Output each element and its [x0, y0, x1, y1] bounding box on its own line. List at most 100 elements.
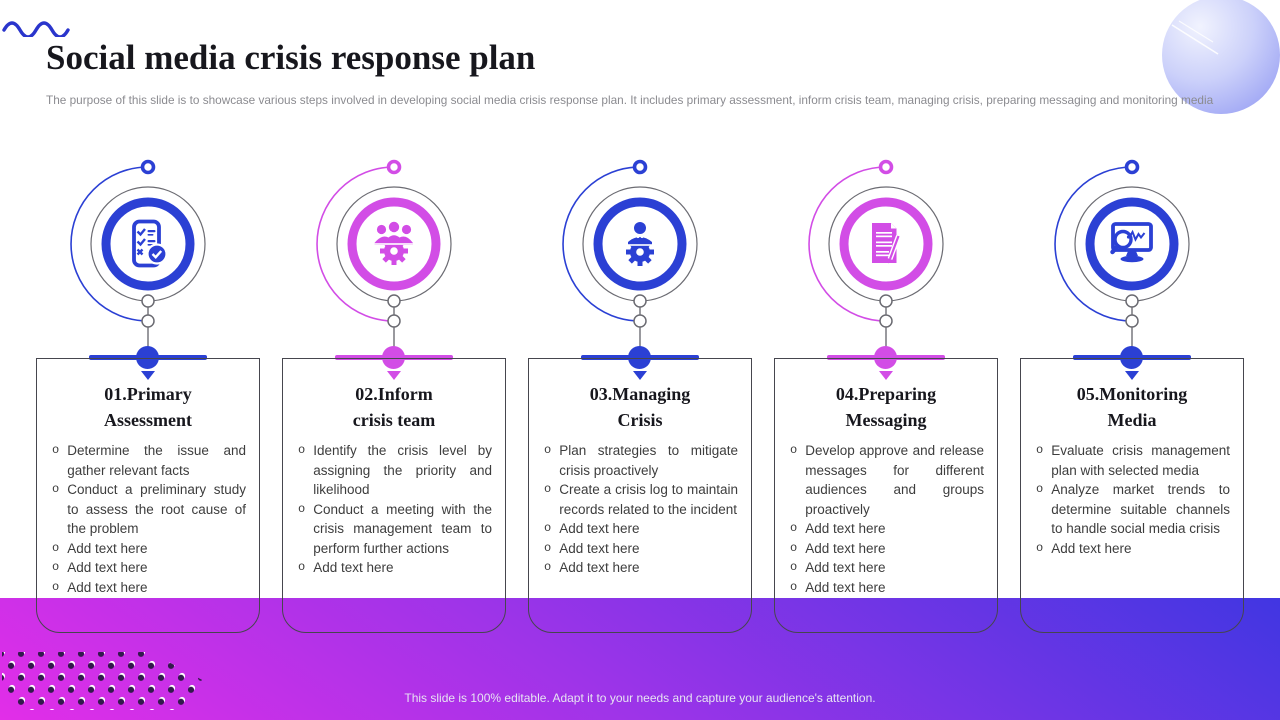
arrow-down-icon [879, 371, 893, 380]
step-circle-graphic [1054, 159, 1190, 358]
bullet-item: o Add text here [52, 558, 246, 578]
document-pen-icon [872, 223, 901, 264]
bullet-marker: o [790, 540, 798, 555]
step-circle-graphic [70, 159, 206, 358]
bullet-marker: o [52, 482, 60, 496]
step-circle-graphic [808, 159, 944, 358]
bullet-item: o Add text here [790, 558, 984, 578]
bullet-list: o Develop approve and release messages fo… [788, 441, 984, 597]
bullet-item: o Evaluate crisis management plan with se… [1036, 441, 1230, 480]
bullet-list: o Determine the issue and gather relevant… [50, 441, 246, 597]
arrow-down-icon [633, 371, 647, 380]
bullet-list: o Plan strategies to mitigate crisis proa… [542, 441, 738, 578]
bullet-marker: o [298, 501, 306, 516]
bullet-item: o Determine the issue and gather relevant… [52, 441, 246, 480]
step-card: 05.Monitoring Media o Evaluate crisis man… [1020, 358, 1244, 633]
bullet-item: o Add text here [790, 578, 984, 598]
bullet-text: Identify the crisis level by assigning t… [313, 443, 492, 497]
bullet-text: Add text here [67, 560, 148, 575]
step-title: 03.Managing Crisis [589, 384, 691, 430]
timeline-dot [136, 346, 159, 369]
bullet-item: o Add text here [544, 558, 738, 578]
step-title: 02.Inform crisis team [352, 384, 436, 430]
bullet-marker: o [544, 482, 552, 496]
bullet-item: o Conduct a meeting with the crisis manag… [298, 500, 492, 559]
arrow-down-icon [141, 371, 155, 380]
step-card: 01.Primary Assessment o Determine the iss… [36, 358, 260, 633]
bullet-text: Add text here [805, 579, 886, 595]
bullet-item: o Conduct a preliminary study to assess t… [52, 480, 246, 539]
timeline-dot [382, 346, 405, 369]
bullet-text: Add text here [313, 560, 394, 575]
bullet-marker: o [544, 560, 552, 574]
bullet-item: o Add text here [52, 578, 246, 598]
bullet-marker: o [790, 521, 798, 535]
step-column-3: 03.Managing Crisis o Plan strategies to m… [517, 0, 763, 720]
bullet-text: Add text here [805, 560, 886, 575]
bullet-text: Develop approve and release messages for… [805, 443, 984, 517]
bullet-item: o Add text here [52, 539, 246, 559]
page-title: Social media crisis response plan [46, 38, 536, 77]
streak-lines-icon [1171, 20, 1219, 55]
slide-subtitle: The purpose of this slide is to showcase… [46, 93, 1214, 107]
bullet-marker: o [52, 560, 60, 574]
bullet-marker: o [52, 540, 60, 555]
bullet-text: Add text here [559, 560, 640, 575]
bullet-text: Add text here [805, 540, 886, 556]
timeline-dot [1120, 346, 1143, 369]
bullet-item: o Add text here [544, 539, 738, 559]
bullet-item: o Add text here [298, 558, 492, 578]
bullet-text: Evaluate crisis management plan with sel… [1051, 443, 1230, 478]
arrow-down-icon [1125, 371, 1139, 380]
bullet-text: Conduct a preliminary study to assess th… [67, 482, 246, 536]
step-title: 01.Primary Assessment [104, 384, 192, 430]
step-column-2: 02.Inform crisis team o Identify the cris… [271, 0, 517, 720]
bullet-list: o Evaluate crisis management plan with se… [1034, 441, 1230, 558]
step-column-5: 05.Monitoring Media o Evaluate crisis man… [1009, 0, 1255, 720]
step-title: 05.Monitoring Media [1076, 384, 1188, 430]
footer-note: This slide is 100% editable. Adapt it to… [404, 691, 876, 705]
manager-gear-icon [620, 222, 660, 266]
bullet-marker: o [544, 540, 552, 555]
bullet-marker: o [52, 579, 60, 594]
bullet-text: Plan strategies to mitigate crisis proac… [559, 443, 738, 478]
bullet-marker: o [544, 443, 552, 457]
bullet-item: o Plan strategies to mitigate crisis proa… [544, 441, 738, 480]
bullet-marker: o [790, 560, 798, 574]
step-circle-graphic [316, 159, 452, 358]
bullet-text: Add text here [67, 579, 148, 595]
bullet-list: o Identify the crisis level by assigning … [296, 441, 492, 578]
bullet-marker: o [298, 560, 306, 574]
bullet-text: Add text here [1051, 540, 1132, 556]
step-card: 04.Preparing Messaging o Develop approve … [774, 358, 998, 633]
arrow-down-icon [387, 371, 401, 380]
bullet-text: Create a crisis log to maintain records … [559, 482, 738, 517]
media-monitoring-icon [1110, 222, 1153, 263]
wavy-line-icon [2, 21, 70, 37]
team-gear-icon [374, 221, 414, 265]
bullet-marker: o [52, 443, 60, 457]
step-column-4: 04.Preparing Messaging o Develop approve … [763, 0, 1009, 720]
step-card: 03.Managing Crisis o Plan strategies to m… [528, 358, 752, 633]
bullet-item: o Create a crisis log to maintain records… [544, 480, 738, 519]
bullet-marker: o [1036, 443, 1044, 457]
sphere-decoration [1162, 0, 1280, 114]
timeline-dot [874, 346, 897, 369]
step-title: 04.Preparing Messaging [835, 384, 937, 430]
bullet-item: o Add text here [790, 539, 984, 559]
gradient-band [0, 598, 1280, 720]
bullet-marker: o [790, 579, 798, 594]
step-column-1: 01.Primary Assessment o Determine the iss… [25, 0, 271, 720]
bullet-text: Determine the issue and gather relevant … [67, 443, 246, 478]
bullet-text: Add text here [559, 540, 640, 556]
phone-checklist-icon [132, 219, 168, 268]
step-card: 02.Inform crisis team o Identify the cris… [282, 358, 506, 633]
bullet-marker: o [544, 521, 552, 535]
bullet-marker: o [790, 443, 798, 457]
bullet-text: Add text here [67, 540, 148, 556]
bullet-item: o Develop approve and release messages fo… [790, 441, 984, 519]
bullet-text: Conduct a meeting with the crisis manage… [313, 501, 492, 556]
